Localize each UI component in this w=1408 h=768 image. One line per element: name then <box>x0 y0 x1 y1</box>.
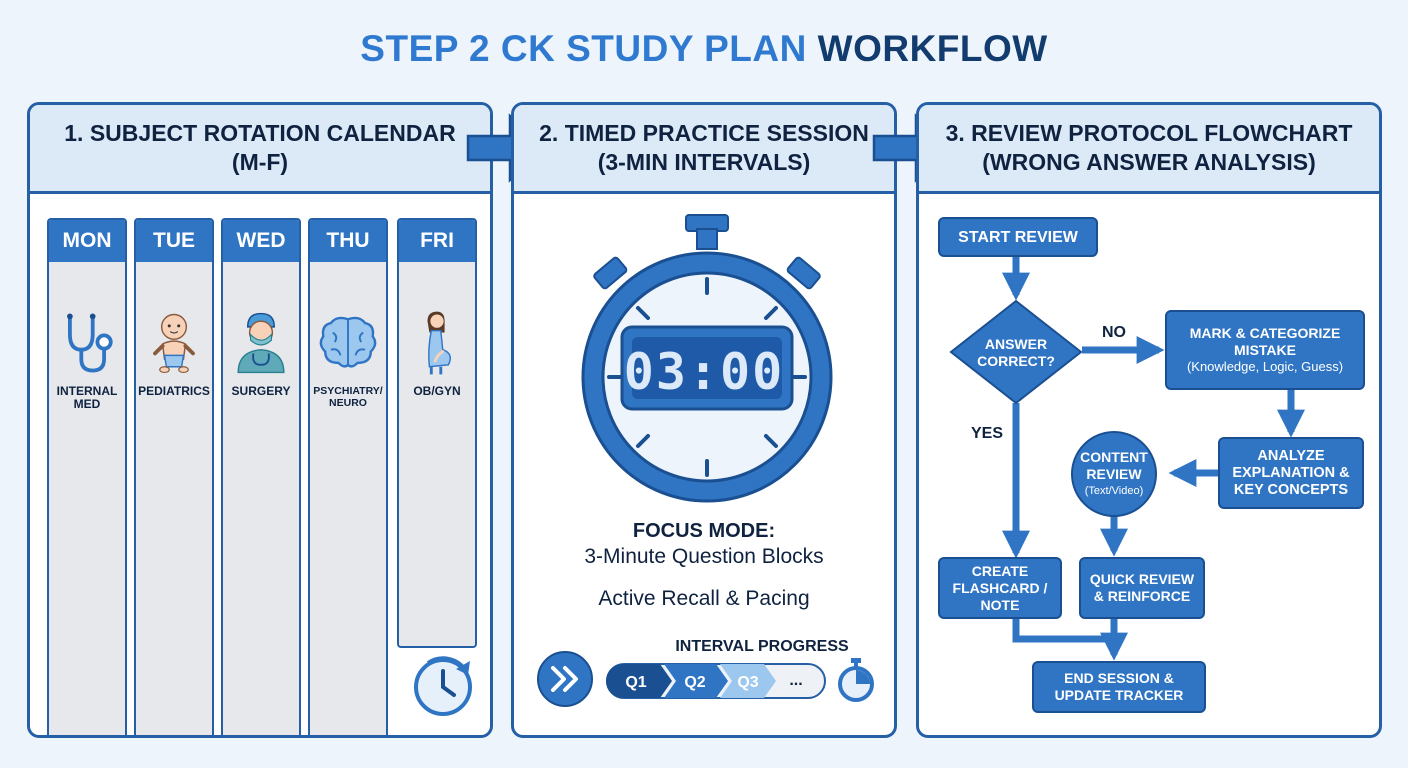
progress-segment-q1: Q1 <box>625 674 646 691</box>
calendar-panel-header: 1. SUBJECT ROTATION CALENDAR (M-F) <box>30 105 490 194</box>
create-flashcard-node: CREATE FLASHCARD / NOTE <box>938 557 1062 619</box>
rotation-clock-icon <box>414 656 472 716</box>
day-subject-mon: INTERNAL MED <box>56 384 118 411</box>
day-subject-wed: SURGERY <box>231 384 291 398</box>
day-header-thu: THU <box>310 220 386 262</box>
calendar-panel: 1. SUBJECT ROTATION CALENDAR (M-F) MON I… <box>27 102 493 738</box>
pregnant-woman-icon <box>427 311 451 375</box>
end-session-node: END SESSION & UPDATE TRACKER <box>1032 661 1206 713</box>
mark-categorize-node: MARK & CATEGORIZE MISTAKE (Knowledge, Lo… <box>1165 310 1365 390</box>
content-review-node: CONTENT REVIEW (Text/Video) <box>1071 431 1157 517</box>
skip-forward-button[interactable] <box>536 650 594 708</box>
day-column-tue: TUE PEDIATRICS <box>134 218 214 735</box>
calendar-header-line2: (M-F) <box>231 149 289 175</box>
progress-segment-q2: Q2 <box>684 674 705 691</box>
stethoscope-icon <box>67 313 113 373</box>
review-panel-header: 3. REVIEW PROTOCOL FLOWCHART (WRONG ANSW… <box>919 105 1379 194</box>
page-title: STEP 2 CK STUDY PLAN WORKFLOW <box>0 28 1408 70</box>
svg-text:ANSWER: ANSWER <box>985 336 1047 352</box>
quick-review-node: QUICK REVIEW & REINFORCE <box>1079 557 1205 619</box>
timer-header-line1: 2. TIMED PRACTICE SESSION <box>539 120 869 146</box>
yes-label: YES <box>971 425 1004 442</box>
baby-icon <box>153 313 195 374</box>
day-column-fri: FRI OB/GYN <box>397 218 477 648</box>
mini-stopwatch-icon <box>838 658 874 702</box>
timer-panel-header: 2. TIMED PRACTICE SESSION (3-MIN INTERVA… <box>514 105 894 194</box>
focus-mode-title: FOCUS MODE: <box>632 520 776 542</box>
timer-display: 03:00 <box>623 343 785 401</box>
focus-mode-line2: Active Recall & Pacing <box>598 587 810 610</box>
day-header-tue: TUE <box>136 220 212 262</box>
day-column-wed: WED SURGERY <box>221 218 301 735</box>
interval-progress-bar: Q1 Q2 Q3 ... <box>606 663 826 699</box>
day-header-mon: MON <box>49 220 125 262</box>
timer-panel: 2. TIMED PRACTICE SESSION (3-MIN INTERVA… <box>511 102 897 738</box>
title-dark: WORKFLOW <box>817 28 1048 69</box>
timer-header-line2: (3-MIN INTERVALS) <box>597 149 811 175</box>
review-header-line2: (WRONG ANSWER ANALYSIS) <box>982 149 1316 175</box>
progress-segment-q3: Q3 <box>737 674 758 691</box>
day-header-fri: FRI <box>399 220 475 262</box>
start-review-node: START REVIEW <box>938 217 1098 257</box>
review-header-line1: 3. REVIEW PROTOCOL FLOWCHART <box>945 120 1353 146</box>
calendar-header-line1: 1. SUBJECT ROTATION CALENDAR <box>64 120 456 146</box>
analyze-explanation-node: ANALYZE EXPLANATION & KEY CONCEPTS <box>1218 437 1364 509</box>
flowchart-connectors <box>1002 254 1305 661</box>
answer-correct-decision: ANSWER CORRECT? <box>949 299 1083 405</box>
day-subject-thu: PSYCHIATRY/ NEURO <box>313 385 383 409</box>
progress-segment-more: ... <box>789 672 802 689</box>
brain-icon <box>319 316 377 368</box>
interval-progress-title: INTERVAL PROGRESS <box>675 638 849 655</box>
focus-mode-line1: 3-Minute Question Blocks <box>584 545 824 568</box>
day-column-mon: MON INTERNAL MED <box>47 218 127 735</box>
stopwatch-icon <box>581 214 833 503</box>
review-panel: 3. REVIEW PROTOCOL FLOWCHART (WRONG ANSW… <box>916 102 1382 738</box>
day-subject-tue: PEDIATRICS <box>138 384 210 398</box>
surgeon-icon <box>237 312 285 374</box>
title-light: STEP 2 CK STUDY PLAN <box>360 28 807 69</box>
day-header-wed: WED <box>223 220 299 262</box>
day-column-thu: THU PSYCHIATRY/ NEURO <box>308 218 388 735</box>
no-label: NO <box>1102 324 1126 341</box>
svg-text:CORRECT?: CORRECT? <box>977 353 1055 369</box>
day-subject-fri: OB/GYN <box>413 384 461 398</box>
